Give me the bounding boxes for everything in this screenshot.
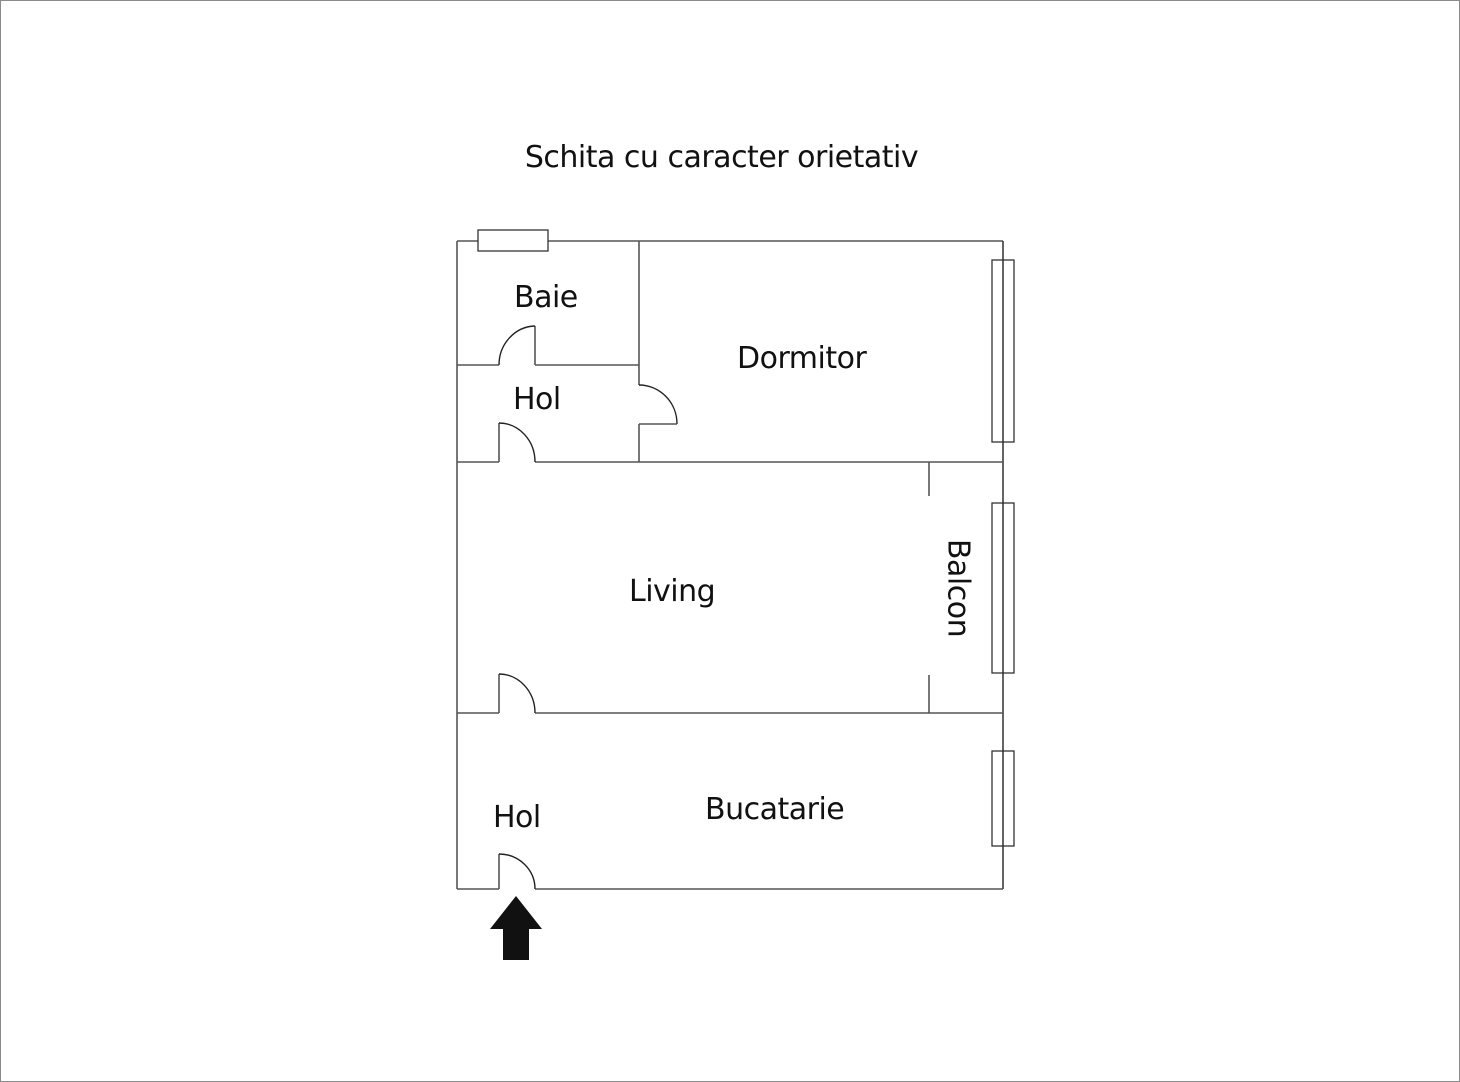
door-hol-living xyxy=(498,422,536,463)
entrance-arrow-icon xyxy=(490,896,542,960)
room-label-hol-bottom: Hol xyxy=(493,800,541,835)
plan-title: Schita cu caracter orietativ xyxy=(524,140,919,175)
room-label-hol-top: Hol xyxy=(513,382,561,417)
door-baie xyxy=(498,325,536,366)
interior-walls xyxy=(457,241,1003,714)
room-label-balcon: Balcon xyxy=(940,538,976,638)
room-label-baie: Baie xyxy=(514,280,578,315)
door-dormitor xyxy=(638,384,678,425)
room-label-bucatarie: Bucatarie xyxy=(705,792,845,827)
room-label-living: Living xyxy=(629,574,716,609)
window-baie xyxy=(477,229,549,252)
room-label-dormitor: Dormitor xyxy=(737,341,867,376)
door-entrance xyxy=(498,853,536,890)
door-living xyxy=(498,673,536,714)
windows xyxy=(477,229,1015,847)
doors xyxy=(498,325,678,890)
